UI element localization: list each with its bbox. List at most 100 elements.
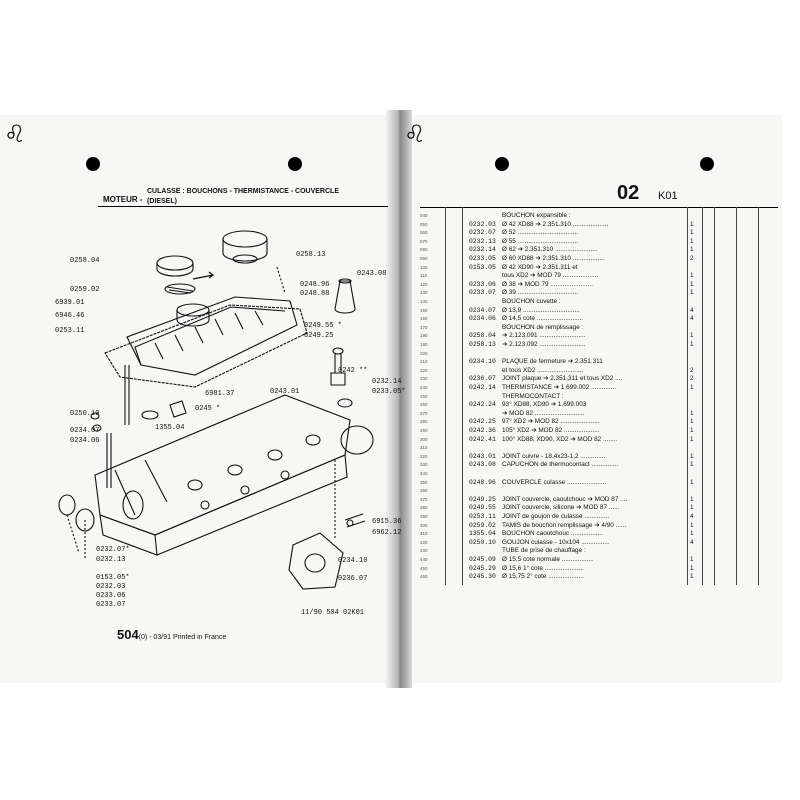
row-ln: 230 bbox=[420, 376, 428, 382]
row-qty: 4 bbox=[690, 513, 694, 520]
row-qty: 1 bbox=[690, 272, 694, 280]
row-desc: JOINT couvercle, silicone ➔ MOD 87 .....… bbox=[502, 504, 620, 512]
callout-label: 6946.46 bbox=[55, 312, 85, 320]
row-ln: 200 bbox=[420, 350, 428, 356]
row-ref: 0242.41 bbox=[469, 435, 496, 443]
column-divider bbox=[687, 207, 688, 585]
callout-label: 6915.36 bbox=[372, 518, 402, 526]
row-ln: 120 bbox=[420, 281, 428, 287]
callout-label: 0242 ** bbox=[338, 367, 368, 375]
row-ln: 350 bbox=[420, 479, 428, 485]
footer-note: (0) - 03/91 Printed in France bbox=[138, 634, 227, 641]
row-desc: COUVERCLE culasse ...................... bbox=[502, 478, 607, 486]
row-ln: 460 bbox=[420, 574, 428, 580]
row-desc: Ø 38 ➔ MOD 79 ........................ bbox=[502, 280, 593, 288]
row-ref: 0248.96 bbox=[469, 478, 496, 486]
row-desc: ➔ 2.123.091 .......................... bbox=[502, 332, 586, 340]
row-qty: 1 bbox=[690, 461, 694, 469]
row-qty: 1 bbox=[690, 435, 694, 443]
row-ref: 0250.10 bbox=[469, 538, 496, 546]
row-desc: BOUCHON expansible : bbox=[502, 212, 571, 219]
row-desc: 93° XD88, XD90 ➔ 1.699.003 bbox=[502, 401, 587, 409]
row-ref: 0253.11 bbox=[469, 513, 496, 520]
row-desc: 97° XD2 ➔ MOD 82 ...................... bbox=[502, 418, 600, 426]
row-ln: 210 bbox=[420, 359, 428, 365]
callout-label: 0249.55 * bbox=[304, 322, 342, 330]
row-desc: GOUJON culasse - 10x104 ................ bbox=[502, 538, 610, 546]
callout-label: 0234.07 bbox=[70, 427, 100, 435]
row-desc: JOINT couvercle, caoutchouc ➔ MOD 87 ...… bbox=[502, 495, 628, 503]
row-desc: JOINT de goujon de culasse .............… bbox=[502, 513, 610, 520]
row-desc: Ø 55 .................................. bbox=[502, 237, 578, 245]
table-top-rule bbox=[420, 207, 778, 208]
row-qty: 2 bbox=[690, 375, 694, 383]
row-qty: 1 bbox=[690, 220, 694, 228]
row-desc: Ø 15,5 cote normale .................. bbox=[502, 556, 594, 563]
subtitle-line: CULASSE : BOUCHONS - THERMISTANCE - COUV… bbox=[147, 188, 339, 195]
row-qty: 1 bbox=[690, 237, 694, 245]
row-ln: 190 bbox=[420, 342, 428, 347]
row-desc: THERMOCONTACT : bbox=[502, 392, 564, 400]
row-ln: 300 bbox=[420, 436, 428, 442]
row-ln: 050 bbox=[420, 221, 428, 227]
row-desc: TAMIS de bouchon remplissage ➔ 4/90 ....… bbox=[502, 521, 627, 529]
row-qty: 1 bbox=[690, 332, 694, 340]
callout-label: 0234.10 bbox=[338, 557, 368, 565]
row-qty: 1 bbox=[690, 246, 694, 254]
row-ln: 180 bbox=[420, 333, 428, 339]
row-ln: 340 bbox=[420, 471, 428, 476]
row-ln: 420 bbox=[420, 539, 428, 545]
row-ref: 0249.25 bbox=[469, 495, 496, 503]
drawing-reference: 11/90 504 02K01 bbox=[301, 609, 365, 617]
row-desc: JOINT cuivre - 18,4x23-1,2 .............… bbox=[502, 452, 606, 460]
row-ln: 440 bbox=[420, 557, 428, 562]
row-ref: 0153.05 bbox=[469, 263, 496, 271]
row-ref: 0245.09 bbox=[469, 556, 496, 563]
row-desc: Ø 39 .................................. bbox=[502, 289, 578, 297]
row-ref: 0258.04 bbox=[469, 332, 496, 340]
binder-hole bbox=[86, 157, 100, 171]
column-divider bbox=[714, 207, 715, 585]
row-ln: 270 bbox=[420, 410, 428, 416]
callout-label: 6939.01 bbox=[55, 299, 85, 307]
row-qty: 1 bbox=[690, 564, 694, 572]
cylinder-head-diagram bbox=[58, 230, 374, 590]
row-desc: Ø 13,9 ................................ bbox=[502, 306, 580, 314]
callout-label: 0236.07 bbox=[338, 575, 368, 583]
left-page bbox=[0, 115, 392, 683]
row-qty: 1 bbox=[690, 556, 694, 563]
row-ln: 380 bbox=[420, 505, 428, 511]
row-ln: 220 bbox=[420, 367, 428, 373]
row-ref: 0243.08 bbox=[469, 461, 496, 469]
row-ln: 310 bbox=[420, 445, 428, 451]
row-ref: 0242.24 bbox=[469, 401, 496, 409]
header-rule bbox=[98, 206, 388, 207]
binder-hole bbox=[700, 157, 714, 171]
callout-label: 0248.88 bbox=[300, 290, 330, 298]
row-qty: 1 bbox=[690, 341, 694, 348]
peugeot-lion-logo-right: ♌ bbox=[404, 120, 426, 148]
row-qty: 4 bbox=[690, 315, 694, 323]
row-qty: 1 bbox=[690, 573, 694, 581]
row-desc: 100° XD88, XD90, XD2 ➔ MOD 82 ........ bbox=[502, 435, 618, 443]
row-ln: 390 bbox=[420, 514, 428, 519]
row-ref: 0258.13 bbox=[469, 341, 496, 348]
row-ln: 260 bbox=[420, 402, 428, 408]
callout-label: 0250.10 bbox=[70, 410, 100, 418]
subtitle-line: (DIESEL) bbox=[147, 198, 177, 205]
section-code: 02 bbox=[617, 182, 640, 204]
row-ln: 450 bbox=[420, 565, 428, 571]
row-ln: 290 bbox=[420, 428, 428, 433]
callout-label: 0232.14 bbox=[372, 378, 402, 386]
row-desc: THERMISTANCE ➔ 1.699.002 .............. bbox=[502, 384, 616, 391]
row-desc: ➔ MOD 82 ............................ bbox=[502, 409, 585, 417]
row-ln: 280 bbox=[420, 419, 428, 425]
row-ln: 170 bbox=[420, 324, 428, 330]
row-ref: 0233.06 bbox=[469, 280, 496, 288]
callout-label: 0232.13 bbox=[96, 556, 126, 564]
callout-label: 0258.04 bbox=[70, 257, 100, 265]
row-ref: 0234.07 bbox=[469, 306, 496, 314]
callout-label: 0232.07* bbox=[96, 546, 130, 554]
row-ln: 370 bbox=[420, 496, 428, 502]
row-ln: 130 bbox=[420, 290, 428, 296]
